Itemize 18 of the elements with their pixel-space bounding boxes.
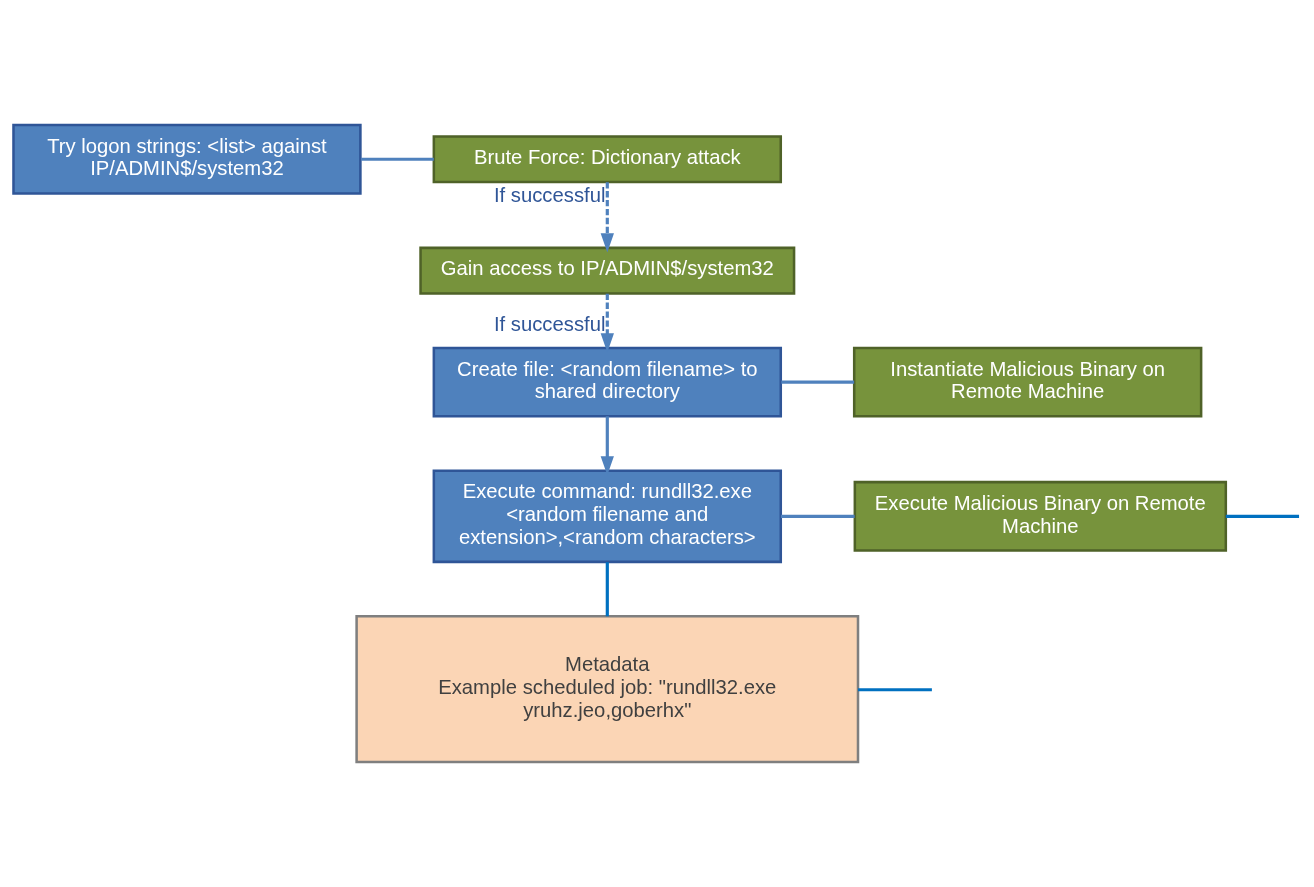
connector [360,157,434,161]
node-box: Execute command: rundll32.exe <random filename and extension>,<random characters> [432,469,783,564]
arrow [600,293,614,353]
connector [1225,514,1300,518]
node-box: Instantiate Malicious Binary on Remote Machine [852,346,1203,418]
node-box: Gain access to IP/ADMIN$/system32 [419,246,796,295]
node-box: Try logon strings: <list> against IP/ADMIN$/system32 [12,123,362,195]
connector [780,514,855,518]
connector [858,688,932,692]
edge-label: If successful [493,312,606,335]
node-box: Create file: <random filename> to shared directory [432,346,783,418]
connector [781,380,855,384]
edge-label: If successful [493,184,606,207]
arrow [600,182,614,253]
node-box: Execute Malicious Binary on Remote Machine [853,480,1228,552]
connector [605,562,609,617]
node-box: Brute Force: Dictionary attack [432,135,783,184]
node-box: Metadata Example scheduled job: "rundll32.exe yruhz.jeo,goberhx" [355,615,860,764]
